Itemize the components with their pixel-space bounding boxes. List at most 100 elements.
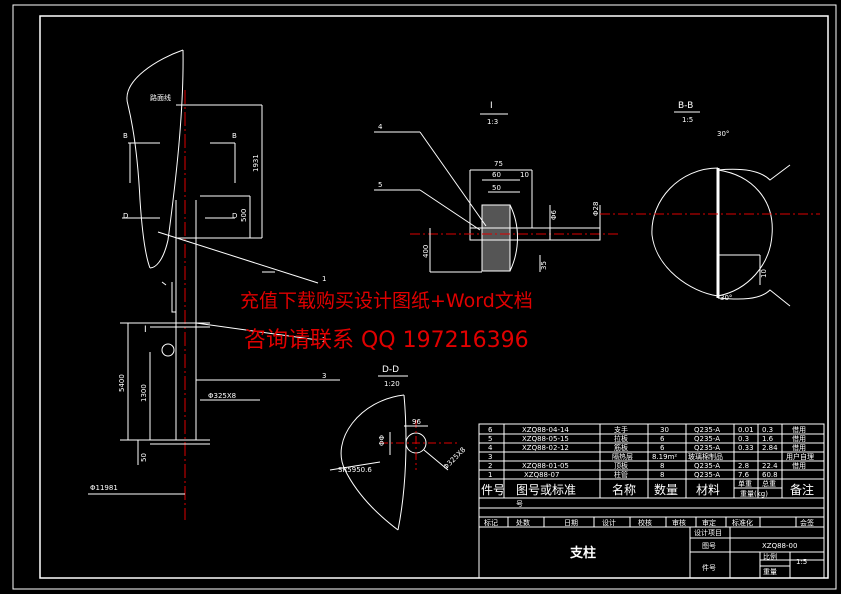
svg-text:名称: 名称 xyxy=(612,482,636,497)
svg-text:柱管: 柱管 xyxy=(614,470,628,479)
drawing-number: XZQ88-00 xyxy=(762,542,797,550)
dim-1931: 1931 xyxy=(252,154,260,172)
angle-30-top: 30° xyxy=(717,130,729,138)
callout-3: 3 xyxy=(322,372,326,380)
svg-text:数量: 数量 xyxy=(654,482,678,497)
svg-text:顶板: 顶板 xyxy=(614,461,628,470)
svg-text:图号或标准: 图号或标准 xyxy=(516,483,576,497)
svg-text:Q235-A: Q235-A xyxy=(694,444,720,452)
title-block-text: 号 标记 处数 日期 设计 校核 审核 审定 标准化 会签 支柱 设计项目 图号… xyxy=(484,500,814,576)
dim-96: 96 xyxy=(412,418,421,426)
dim-5400: 5400 xyxy=(118,374,126,392)
dim-pipe: Φ325X8 xyxy=(208,392,236,400)
watermark-line-1: 充值下载购买设计图纸+Word文档 xyxy=(240,290,533,312)
svg-text:6: 6 xyxy=(488,426,493,434)
callout-4: 4 xyxy=(378,123,383,131)
svg-text:22.4: 22.4 xyxy=(762,462,778,470)
svg-text:XZQ88-01-05: XZQ88-01-05 xyxy=(522,462,569,470)
svg-text:8: 8 xyxy=(660,462,664,470)
svg-text:日期: 日期 xyxy=(564,519,578,527)
dim-phi6: Φ6 xyxy=(550,209,558,220)
bom-table xyxy=(478,423,825,499)
svg-text:2.8: 2.8 xyxy=(738,462,749,470)
svg-text:标记: 标记 xyxy=(484,518,498,527)
svg-text:2: 2 xyxy=(488,462,492,470)
section-bb-scale: 1:5 xyxy=(682,116,693,124)
table-row: 3 隔热层 8.19m² 玻璃棉制品 用户自理 xyxy=(488,452,814,461)
svg-text:0.3: 0.3 xyxy=(762,426,773,434)
section-bb-label: B-B xyxy=(678,101,693,111)
svg-text:标准化: 标准化 xyxy=(732,518,753,527)
svg-text:校核: 校核 xyxy=(638,518,652,527)
svg-text:重量: 重量 xyxy=(763,568,777,576)
detail-i-text: I 1:3 75 60 10 50 Φ6 Φ28 400 35 4 5 xyxy=(378,101,600,270)
svg-text:材料: 材料 xyxy=(696,483,720,497)
svg-text:用户自理: 用户自理 xyxy=(786,452,814,461)
dim-35: 35 xyxy=(540,261,548,270)
svg-text:2.84: 2.84 xyxy=(762,444,778,452)
table-row: 4 XZQ88-02-12 筋板 6 Q235-A 0.33 2.84 借用 xyxy=(488,443,806,452)
svg-text:0.3: 0.3 xyxy=(738,435,749,443)
cut-label-b-left: B xyxy=(123,132,128,140)
cut-label-b-right: B xyxy=(232,132,237,140)
svg-text:重量(kg): 重量(kg) xyxy=(740,490,768,498)
svg-text:Q235-A: Q235-A xyxy=(694,471,720,479)
watermark-line-2: 咨询请联系 QQ 197216396 xyxy=(244,328,529,353)
svg-text:图号: 图号 xyxy=(702,542,716,550)
table-row: 2 XZQ88-01-05 顶板 8 Q235-A 2.8 22.4 借用 xyxy=(488,461,806,470)
detail-i-view xyxy=(374,113,620,273)
title-block xyxy=(478,497,825,579)
svg-text:比例: 比例 xyxy=(763,552,777,561)
svg-text:借用: 借用 xyxy=(792,425,806,434)
section-dd-view xyxy=(329,375,460,531)
svg-text:6: 6 xyxy=(660,435,665,443)
svg-text:Q235-A: Q235-A xyxy=(694,426,720,434)
svg-text:设计项目: 设计项目 xyxy=(694,528,722,537)
svg-text:XZQ88-04-14: XZQ88-04-14 xyxy=(522,426,569,434)
callout-1: 1 xyxy=(322,275,326,283)
svg-text:隔热层: 隔热层 xyxy=(612,452,633,461)
svg-text:0.01: 0.01 xyxy=(738,426,754,434)
svg-text:XZQ88-07: XZQ88-07 xyxy=(524,471,559,479)
svg-text:XZQ88-02-12: XZQ88-02-12 xyxy=(522,444,569,452)
scale-value: 1:5 xyxy=(796,558,807,566)
svg-text:总重: 总重 xyxy=(762,479,776,488)
inner-frame xyxy=(39,15,829,579)
dim-phi28: Φ28 xyxy=(592,202,600,216)
svg-text:玻璃棉制品: 玻璃棉制品 xyxy=(688,452,723,461)
section-bb-view xyxy=(600,111,820,307)
svg-text:筋板: 筋板 xyxy=(614,443,628,452)
svg-text:件号: 件号 xyxy=(481,483,505,497)
outer-frame xyxy=(12,4,837,590)
road-line-label: 路面线 xyxy=(150,93,171,102)
drawing-title: 支柱 xyxy=(569,545,596,561)
svg-text:60.8: 60.8 xyxy=(762,471,778,479)
svg-text:借用: 借用 xyxy=(792,461,806,470)
svg-text:XZQ88-05-15: XZQ88-05-15 xyxy=(522,435,569,443)
svg-text:Q235-A: Q235-A xyxy=(694,435,720,443)
dim-sr: SR5950.6 xyxy=(338,466,372,474)
svg-text:审核: 审核 xyxy=(672,518,686,527)
dim-60: 60 xyxy=(492,171,501,179)
dim-diameter: Φ11981 xyxy=(90,484,118,492)
svg-text:8.19m²: 8.19m² xyxy=(652,453,677,461)
svg-text:拉板: 拉板 xyxy=(614,434,628,443)
svg-text:30: 30 xyxy=(660,426,669,434)
svg-text:件号: 件号 xyxy=(702,563,716,572)
svg-text:1: 1 xyxy=(488,471,492,479)
main-view-text: 路面线 B B D D 1931 500 5400 1300 50 Φ325X8… xyxy=(90,93,326,492)
callout-5: 5 xyxy=(378,181,382,189)
svg-text:设计: 设计 xyxy=(602,518,616,527)
dim-10-bb: 10 xyxy=(760,269,768,278)
callout-i: I xyxy=(144,325,147,335)
detail-i-label: I xyxy=(490,101,493,111)
dim-50: 50 xyxy=(140,453,148,462)
svg-text:处数: 处数 xyxy=(516,518,530,527)
svg-text:3: 3 xyxy=(488,453,492,461)
section-dd-label: D-D xyxy=(382,365,399,375)
bom-header: 件号 图号或标准 名称 数量 材料 单重 总重 重量(kg) 备注 xyxy=(481,479,814,498)
cut-label-d-right: D xyxy=(232,212,237,220)
svg-text:审定: 审定 xyxy=(702,518,716,527)
svg-text:备注: 备注 xyxy=(790,482,814,497)
detail-i-scale: 1:3 xyxy=(487,118,498,126)
